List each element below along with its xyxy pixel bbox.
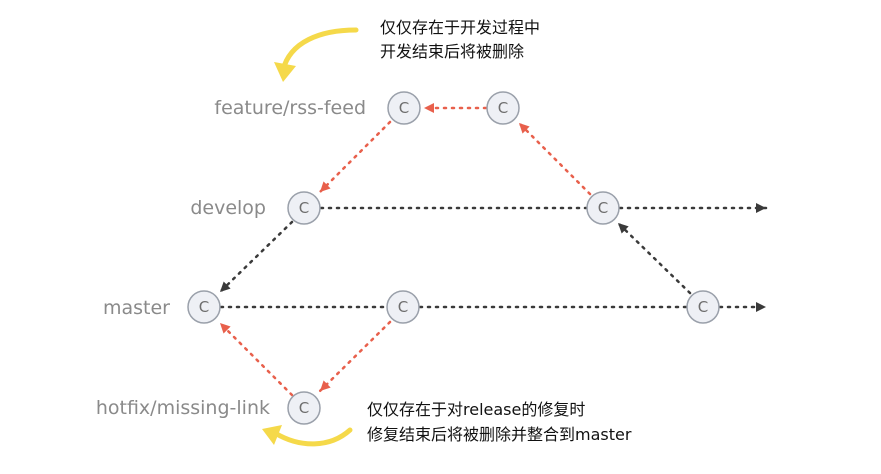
svg-text:C: C [299,399,309,417]
commit-hotfix-1: C [287,391,321,425]
feature-to-develop-arrow [318,120,392,194]
commit-develop-2: C [586,191,620,225]
master-to-hotfix-arrow [318,320,392,393]
svg-text:C: C [398,298,408,316]
note-top-line-2: 开发结束后将被删除 [380,42,524,61]
note-bottom-line-2: 修复结束后将被删除并整合到master [367,425,632,444]
branch-label-hotfix: hotfix/missing-link [96,397,270,419]
hotfix-to-master-arrow [218,321,294,397]
svg-text:C: C [399,99,409,117]
develop-to-master-arrow [218,220,294,294]
note-bottom-line-1: 仅仅存在于对release的修复时 [367,400,585,419]
highlight-arrow-bottom [262,425,353,447]
svg-text:C: C [698,298,708,316]
branch-label-master: master [103,297,170,319]
master-to-develop-arrow [616,221,692,295]
branch-label-feature: feature/rss-feed [214,97,366,119]
svg-text:C: C [299,199,309,217]
commit-master-1: C [187,290,221,324]
commit-master-2: C [386,290,420,324]
develop-to-feature-arrow [517,121,592,196]
commit-feature-1: C [387,91,421,125]
note-top-line-1: 仅仅存在于开发过程中 [380,18,540,37]
commit-feature-2: C [486,91,520,125]
commit-develop-1: C [287,191,321,225]
svg-text:C: C [598,199,608,217]
svg-text:C: C [199,298,209,316]
commit-master-3: C [686,290,720,324]
branch-label-develop: develop [190,197,266,219]
svg-text:C: C [498,99,508,117]
highlight-arrow-top [274,27,359,82]
